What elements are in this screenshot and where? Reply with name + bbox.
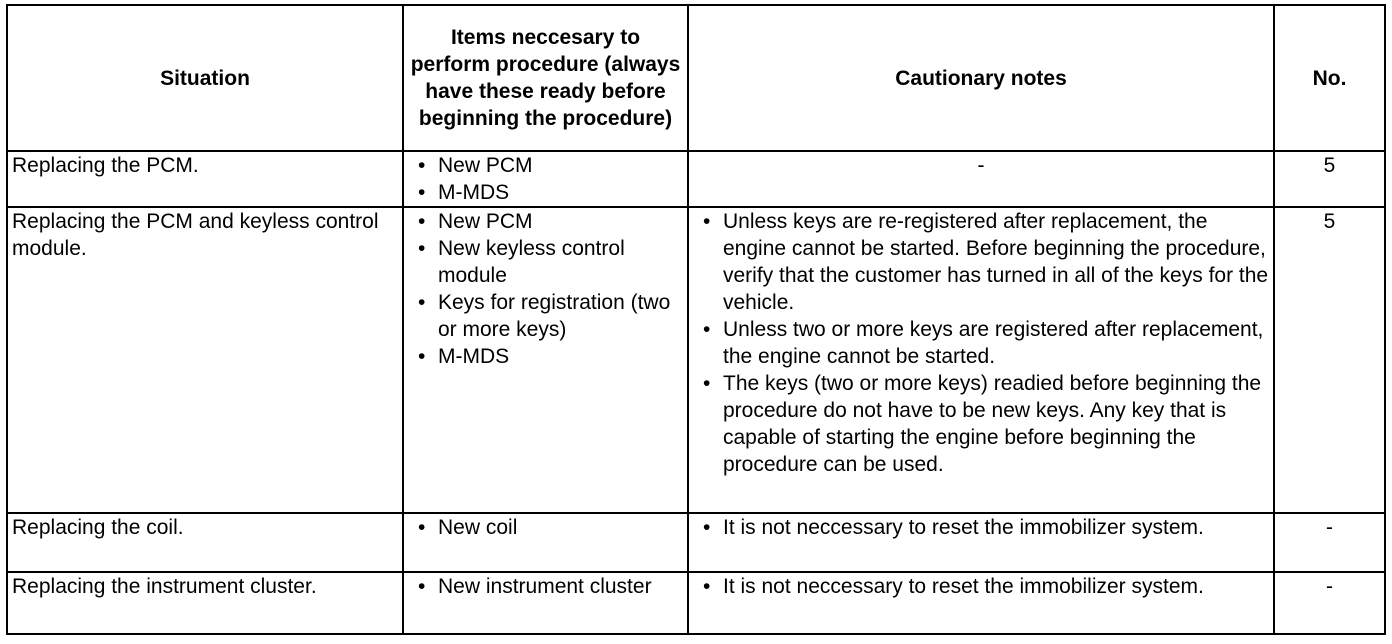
- situation-cell: Replacing the PCM and keyless control mo…: [6, 206, 404, 514]
- items-cell: New instrument cluster: [402, 571, 689, 635]
- notes-cell: Unless keys are re-registered after repl…: [687, 206, 1275, 514]
- no-cell: -: [1273, 571, 1386, 635]
- situation-cell: Replacing the PCM.: [6, 150, 404, 208]
- note-bullet: It is not neccessary to reset the immobi…: [693, 514, 1269, 541]
- header-cautionary-notes: Cautionary notes: [687, 4, 1275, 152]
- note-bullet: The keys (two or more keys) readied befo…: [693, 370, 1269, 478]
- item-bullet: Keys for registration (two or more keys): [408, 289, 683, 343]
- item-bullet: New instrument cluster: [408, 573, 683, 600]
- notes-cell: It is not neccessary to reset the immobi…: [687, 512, 1275, 573]
- note-bullet: Unless keys are re-registered after repl…: [693, 208, 1269, 316]
- table-row: Replacing the PCM and keyless control mo…: [6, 206, 1386, 514]
- table-row: Replacing the coil. New coil It is not n…: [6, 512, 1386, 573]
- table-row: Replacing the PCM. New PCM M-MDS - 5: [6, 150, 1386, 208]
- item-bullet: New keyless control module: [408, 235, 683, 289]
- notes-cell: -: [687, 150, 1275, 208]
- items-cell: New coil: [402, 512, 689, 573]
- items-cell: New PCM M-MDS: [402, 150, 689, 208]
- header-items: Items neccesary to perform procedure (al…: [402, 4, 689, 152]
- header-no: No.: [1273, 4, 1386, 152]
- item-bullet: M-MDS: [408, 343, 683, 370]
- situation-cell: Replacing the instrument cluster.: [6, 571, 404, 635]
- notes-cell: It is not neccessary to reset the immobi…: [687, 571, 1275, 635]
- item-bullet: New coil: [408, 514, 683, 541]
- no-cell: -: [1273, 512, 1386, 573]
- no-cell: 5: [1273, 150, 1386, 208]
- procedure-table: Situation Items neccesary to perform pro…: [6, 4, 1386, 635]
- note-bullet: It is not neccessary to reset the immobi…: [693, 573, 1269, 600]
- header-situation: Situation: [6, 4, 404, 152]
- table-row: Replacing the instrument cluster. New in…: [6, 571, 1386, 635]
- no-cell: 5: [1273, 206, 1386, 514]
- situation-cell: Replacing the coil.: [6, 512, 404, 573]
- table-header-row: Situation Items neccesary to perform pro…: [6, 4, 1386, 152]
- note-bullet: Unless two or more keys are registered a…: [693, 316, 1269, 370]
- item-bullet: New PCM: [408, 208, 683, 235]
- item-bullet: New PCM: [408, 152, 683, 179]
- item-bullet: M-MDS: [408, 179, 683, 206]
- items-cell: New PCM New keyless control module Keys …: [402, 206, 689, 514]
